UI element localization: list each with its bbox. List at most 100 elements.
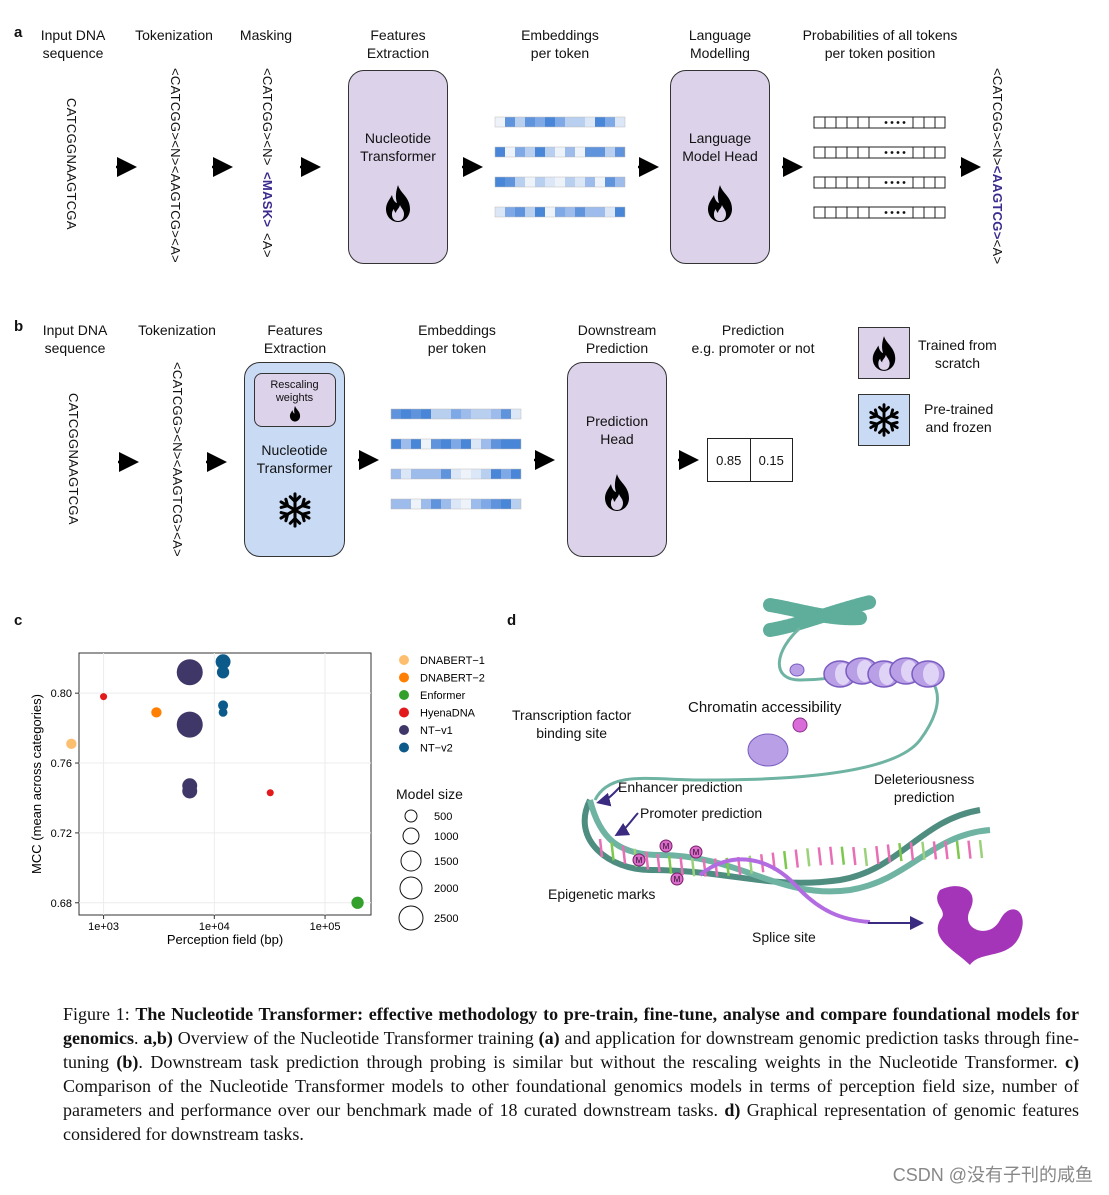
snowflake-icon: [279, 492, 310, 528]
figure-label: Figure 1:: [63, 1004, 130, 1024]
ellipsis-dot: [896, 151, 900, 154]
ellipsis-dot: [902, 151, 906, 154]
embedding-cell: [535, 177, 545, 187]
chromosome-icon: [763, 595, 877, 637]
arrow: [596, 786, 621, 807]
methylation-mark-letter: M: [663, 842, 670, 851]
size-legend-label: 1000: [434, 831, 458, 843]
y-tick-label: 0.72: [51, 828, 72, 840]
embedding-cell: [421, 409, 431, 419]
header-masking: Masking: [239, 27, 293, 43]
embedding-cell: [431, 499, 441, 509]
base-pair: [967, 840, 972, 859]
embedding-cell: [525, 207, 535, 217]
legend-swatch: [399, 725, 409, 735]
embedding-cell: [515, 147, 525, 157]
ellipsis-dot: [890, 211, 894, 214]
embedding-cell: [575, 117, 585, 127]
base-pair: [840, 846, 846, 865]
watermark: CSDN @没有子刊的咸鱼: [892, 1165, 1093, 1185]
embedding-strip: [390, 408, 522, 420]
embedding-cell: [545, 117, 555, 127]
chromatin-accessibility-label: Chromatin accessibility: [688, 699, 842, 716]
base-pair: [852, 846, 857, 866]
flame-icon: [386, 185, 410, 222]
tokens-b: <CATCGG><N><AAGTCG><A>: [170, 362, 185, 557]
embedding-cell: [401, 469, 411, 479]
embedding-cell: [535, 207, 545, 217]
embedding-cell: [565, 207, 575, 217]
data-point: [351, 896, 364, 909]
legend-swatch: [399, 707, 409, 718]
embedding-cell: [481, 409, 491, 419]
embedding-strip: [390, 498, 522, 510]
data-point: [218, 700, 229, 711]
flame-icon: [605, 473, 629, 511]
embedding-cell: [585, 177, 595, 187]
embedding-cell: [545, 147, 555, 157]
data-point: [266, 789, 274, 797]
flame-icon: [872, 336, 896, 371]
embedding-cell: [471, 469, 481, 479]
caption-c-label: c): [1065, 1052, 1080, 1072]
probability-row: [813, 116, 946, 129]
nucleosome: [789, 663, 805, 677]
embedding-cell: [471, 439, 481, 449]
embedding-cell: [605, 147, 615, 157]
embedding-cell: [501, 409, 511, 419]
ellipsis-dot: [902, 121, 906, 124]
ellipsis-dot: [884, 151, 888, 154]
base-pair: [909, 842, 915, 861]
base-pair: [690, 858, 696, 877]
embedding-cell: [585, 207, 595, 217]
base-pair: [806, 848, 811, 867]
embedding-cell: [525, 117, 535, 127]
frozen-swatch: [858, 394, 910, 446]
embedding-cell: [491, 469, 501, 479]
flame-icon: [708, 185, 732, 222]
embedding-cell: [441, 469, 451, 479]
embedding-cell: [501, 469, 511, 479]
embedding-cell: [505, 117, 515, 127]
embedding-cell: [501, 439, 511, 449]
embedding-cell: [391, 439, 401, 449]
ellipsis-dot: [896, 211, 900, 214]
legend-label: NT−v2: [420, 743, 453, 755]
embedding-cell: [575, 207, 585, 217]
embedding-strip: [390, 468, 522, 480]
size-legend-label: 1500: [434, 856, 458, 868]
legend-label: Enformer: [420, 690, 466, 702]
ellipsis-dot: [890, 151, 894, 154]
embedding-cell: [491, 499, 501, 509]
methylation-mark-letter: M: [636, 856, 643, 865]
snowflake-icon: [869, 403, 899, 437]
data-point: [218, 707, 228, 717]
prediction-value-negative: 0.15: [758, 452, 784, 468]
base-pair: [644, 851, 650, 870]
nucleosome-open: [747, 717, 808, 767]
embedding-cell: [515, 207, 525, 217]
ellipsis-dot: [896, 181, 900, 184]
legend-swatch: [399, 742, 409, 753]
embedding-cell: [391, 469, 401, 479]
x-axis-label: Perception field (bp): [167, 932, 283, 947]
panel-c-label: c: [14, 612, 23, 629]
ellipsis-dot: [884, 211, 888, 214]
embedding-cell: [391, 499, 401, 509]
embedding-cell: [401, 439, 411, 449]
base-pair: [944, 841, 949, 860]
embedding-cell: [595, 117, 605, 127]
dna-sequence-a: CATCGGNAAGTCGA: [64, 98, 79, 230]
